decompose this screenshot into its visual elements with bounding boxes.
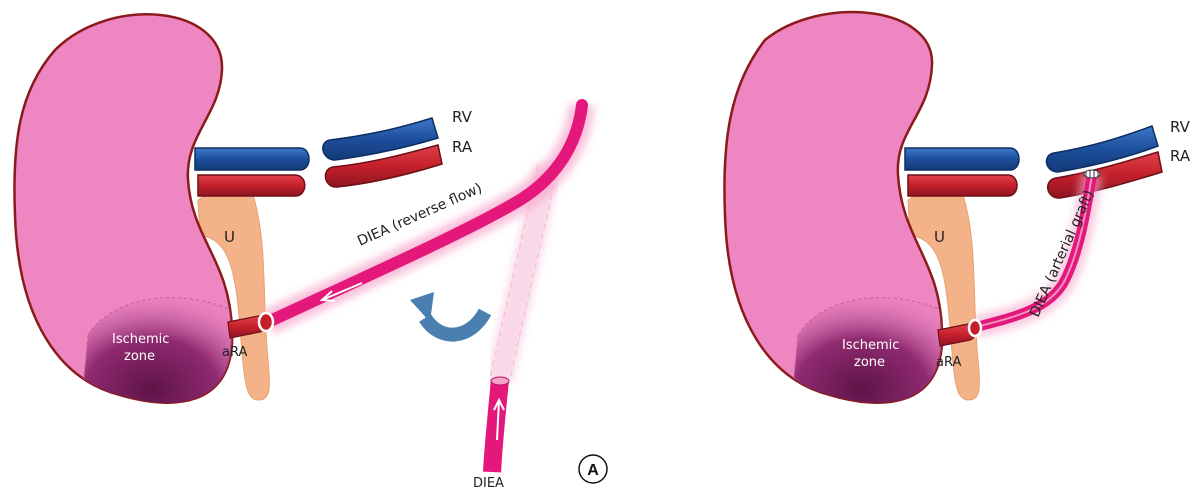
renal-artery-stub-right xyxy=(908,175,1017,196)
renal-vein-stub-left xyxy=(195,148,309,170)
anastomosis-left xyxy=(259,313,273,331)
left-panel: RV RA U DIEA (reverse flow) Ischemic zon… xyxy=(14,14,607,490)
label-rv-right: RV xyxy=(1170,118,1191,136)
panel-badge-label: A xyxy=(587,462,599,479)
label-ureter-left: U xyxy=(224,228,235,246)
diea-lower-segment-left xyxy=(492,380,500,472)
label-ara-left: aRA xyxy=(222,345,247,360)
suture-anastomosis-icon xyxy=(1084,170,1100,178)
label-ra-left: RA xyxy=(452,138,473,156)
label-ureter-right: U xyxy=(934,228,945,246)
right-panel: RV RA U DIEA (arterial graft) Ischemic z… xyxy=(724,12,1190,420)
label-ra-right: RA xyxy=(1170,147,1191,165)
panel-badge: A xyxy=(579,455,607,483)
label-ischemic-zone-left-1: Ischemic xyxy=(112,332,169,347)
label-ischemic-zone-left-2: zone xyxy=(124,349,155,364)
renal-artery-stub-left xyxy=(198,175,305,196)
label-ischemic-zone-right-1: Ischemic xyxy=(842,338,899,353)
label-diea-bottom: DIEA xyxy=(473,476,504,490)
renal-vein-stub-right xyxy=(905,148,1019,170)
label-ischemic-zone-right-2: zone xyxy=(854,355,885,370)
label-rv-left: RV xyxy=(452,108,473,126)
rotation-arrow-icon xyxy=(410,292,485,335)
label-ara-right: aRA xyxy=(936,355,961,370)
anastomosis-right xyxy=(969,320,981,336)
